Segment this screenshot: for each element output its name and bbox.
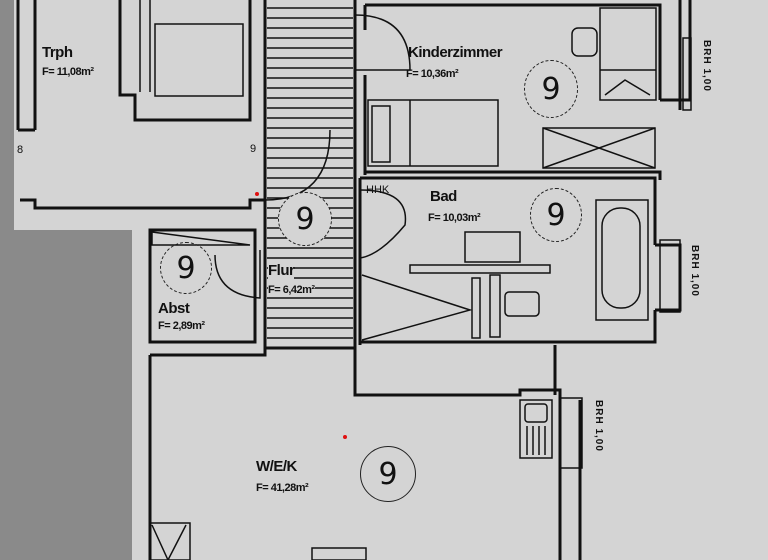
hhk-label: HHK (366, 184, 390, 196)
room-area-trph: F= 11,08m² (42, 66, 94, 78)
room-area-abst: F= 2,89m² (158, 320, 205, 332)
room-area-flur: F= 6,42m² (268, 284, 315, 296)
room-name-kinderzimmer: Kinderzimmer (408, 44, 503, 61)
room-marker-bad: 9 (530, 188, 582, 242)
room-area-bad: F= 10,03m² (428, 212, 481, 224)
edge-number-left: 8 (17, 144, 24, 156)
window-label-2: BRH 1,00 (689, 245, 700, 297)
marker-dot (343, 435, 347, 439)
scan-border-top (0, 0, 14, 230)
marker-dot (255, 192, 259, 196)
room-name-abst: Abst (158, 300, 190, 317)
window-label-3: BRH 1,00 (593, 400, 604, 452)
room-name-bad: Bad (430, 188, 457, 205)
room-name-wek: W/E/K (256, 458, 297, 475)
room-area-kinderzimmer: F= 10,36m² (406, 68, 459, 80)
edge-number-right: 9 (250, 143, 257, 155)
room-area-wek: F= 41,28m² (256, 482, 309, 494)
scan-border-bottom (0, 230, 132, 560)
room-marker-flur: 9 (278, 192, 332, 246)
room-name-trph: Trph (42, 44, 73, 61)
room-marker-abst: 9 (160, 242, 212, 294)
window-label-1: BRH 1,00 (701, 40, 712, 92)
room-marker-wek: 9 (360, 446, 416, 502)
room-marker-kinderzimmer: 9 (524, 60, 578, 118)
room-name-flur: Flur (268, 262, 295, 279)
